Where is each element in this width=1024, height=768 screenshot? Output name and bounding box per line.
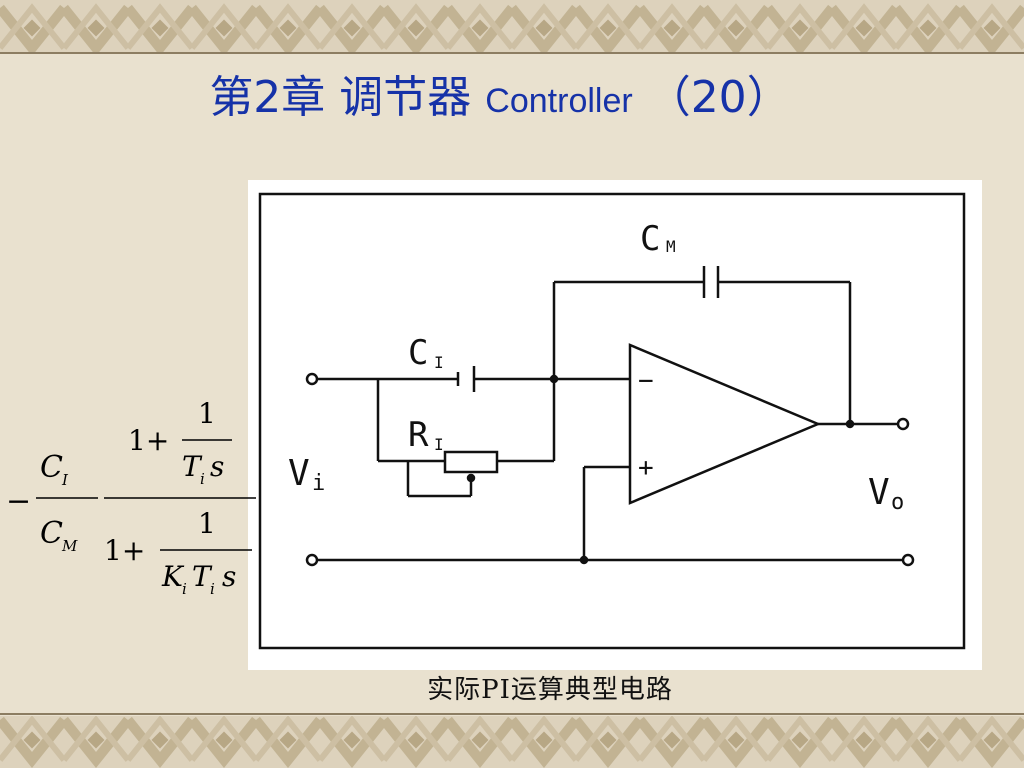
label-ci-sub: I bbox=[434, 353, 444, 372]
formula-den-t-sub: i bbox=[210, 580, 215, 598]
top-band-pattern bbox=[0, 0, 1024, 54]
ground-terminal-right bbox=[901, 553, 915, 567]
circuit-figure-panel: C M C I R I V i V o − + bbox=[248, 180, 982, 670]
bottom-decorative-band bbox=[0, 712, 1024, 768]
formula-den-t: T bbox=[192, 560, 213, 593]
title-paren-close: ） bbox=[746, 72, 791, 123]
label-vi-sub: i bbox=[312, 471, 325, 496]
title-chinese: 第2章 调节器 bbox=[209, 72, 472, 123]
title-english: Controller bbox=[485, 82, 633, 120]
opamp-triangle bbox=[628, 343, 822, 505]
formula-num-t-sub: i bbox=[200, 470, 205, 488]
junction-node-output bbox=[845, 419, 855, 429]
formula-den-k-sub: i bbox=[182, 580, 187, 598]
top-decorative-band bbox=[0, 0, 1024, 56]
output-terminal bbox=[896, 417, 910, 431]
bottom-band-pattern bbox=[0, 713, 1024, 768]
figure-caption: 实际PI运算典型电路 bbox=[427, 675, 673, 705]
formula-num-one-plus: 1+ bbox=[128, 424, 169, 457]
title-number: 20 bbox=[690, 72, 747, 123]
label-inverting-input: − bbox=[638, 366, 654, 396]
slide-title: 第2章 调节器 Controller （20） bbox=[0, 66, 1000, 133]
formula-minus-sign: − bbox=[6, 484, 31, 519]
figure-frame bbox=[258, 192, 966, 650]
pi-circuit-diagram: C M C I R I V i V o − + bbox=[258, 192, 966, 650]
formula-den-one-plus: 1+ bbox=[104, 534, 145, 567]
transfer-function-formula: − C I C M 1+ 1 T i s 1+ 1 K i T i s bbox=[6, 397, 256, 598]
title-paren-open: （ bbox=[646, 72, 691, 123]
formula-den-k: K bbox=[161, 560, 185, 593]
label-vo-sub: o bbox=[891, 490, 904, 515]
formula-cm-sub: M bbox=[61, 537, 78, 555]
formula-ci: C bbox=[40, 450, 63, 485]
label-vo: V bbox=[868, 472, 890, 513]
ri-wiper-node bbox=[466, 473, 476, 483]
formula-den-s: s bbox=[222, 560, 236, 593]
formula-num-s: s bbox=[210, 450, 224, 483]
input-terminal bbox=[305, 372, 319, 386]
label-cm: C bbox=[640, 219, 660, 259]
formula-num-t: T bbox=[182, 450, 203, 483]
ri-resistor bbox=[443, 450, 499, 474]
label-ci: C bbox=[408, 333, 428, 373]
formula-num-frac-top: 1 bbox=[198, 397, 216, 430]
label-ri: R bbox=[408, 415, 429, 455]
label-ri-sub: I bbox=[434, 435, 444, 454]
formula-ci-sub: I bbox=[61, 471, 69, 489]
label-noninverting-input: + bbox=[638, 453, 654, 483]
label-vi: V bbox=[288, 453, 310, 494]
formula-cm: C bbox=[40, 516, 63, 551]
ground-terminal-left bbox=[305, 553, 319, 567]
formula-den-frac-top: 1 bbox=[198, 507, 216, 540]
label-cm-sub: M bbox=[666, 237, 676, 256]
